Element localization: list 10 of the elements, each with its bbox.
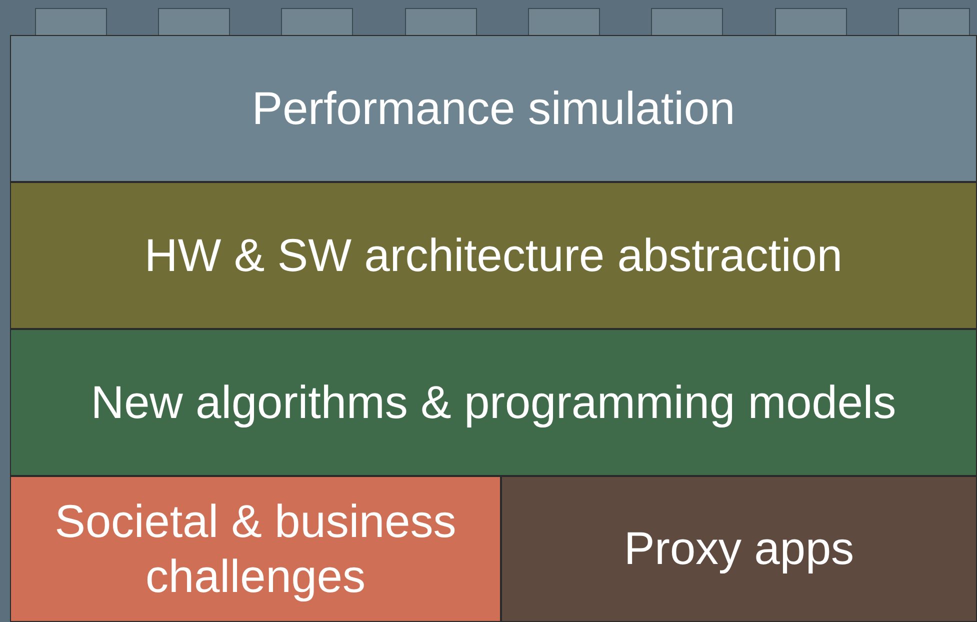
layer-block [501, 476, 977, 622]
layer-block [10, 476, 501, 622]
layer-label: Societal & business challenges [54, 494, 458, 604]
layer-label: Performance simulation [252, 80, 736, 136]
layer-block [10, 182, 977, 329]
layer-label: HW & SW architecture abstraction [144, 228, 842, 283]
layer-block [10, 35, 977, 182]
layer-label: New algorithms & programming models [90, 374, 896, 430]
layer-label: Proxy apps [624, 521, 854, 576]
layer-block [10, 329, 977, 476]
